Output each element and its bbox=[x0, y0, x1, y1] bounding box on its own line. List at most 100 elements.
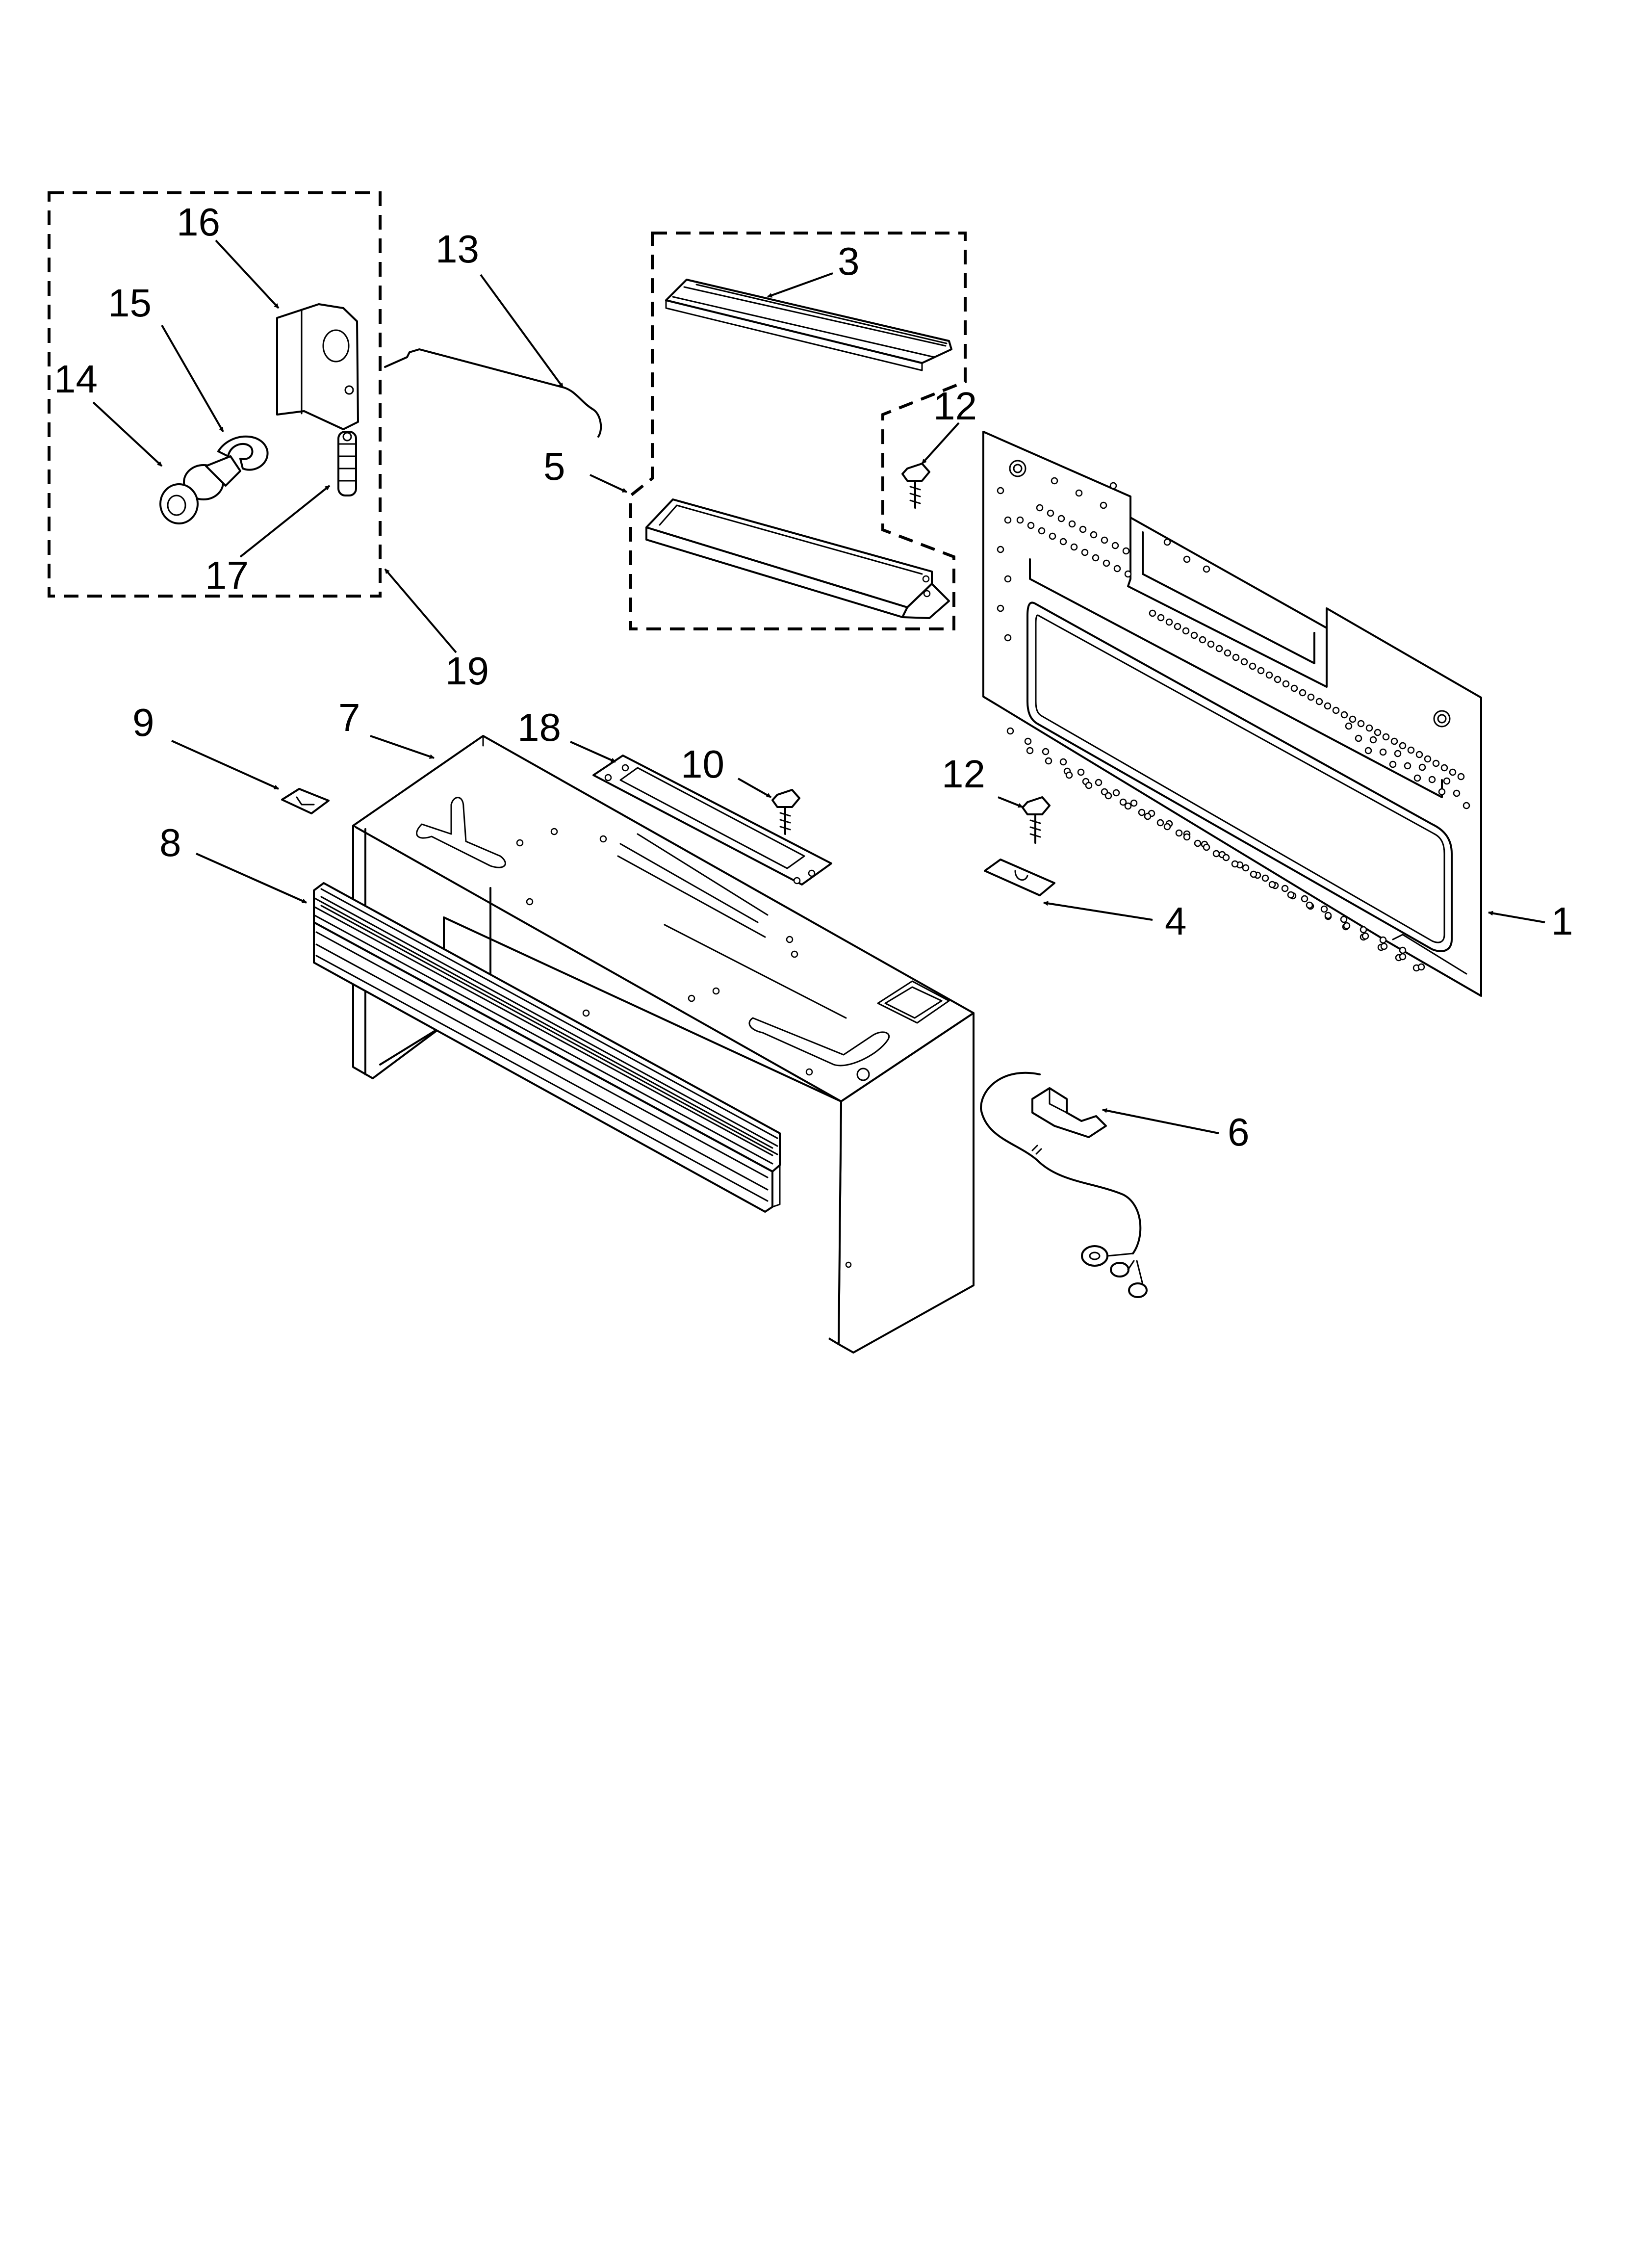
plate-hole bbox=[1090, 531, 1098, 539]
plate-hole bbox=[1290, 684, 1298, 692]
plate-hole bbox=[1092, 554, 1100, 562]
callout-9: 9 bbox=[132, 701, 154, 744]
plate-hole bbox=[1149, 609, 1156, 617]
plate-hole bbox=[1057, 515, 1065, 522]
plate-hole bbox=[1122, 547, 1130, 555]
plate-hole bbox=[997, 604, 1004, 612]
plate-hole bbox=[1112, 789, 1120, 797]
part-12-screw-bottom bbox=[1022, 796, 1051, 844]
plate-hole bbox=[1190, 631, 1198, 639]
part-10-screw bbox=[771, 789, 800, 835]
plate-hole bbox=[1428, 776, 1436, 783]
plate-hole bbox=[1282, 680, 1290, 688]
part-16-hinge-bracket bbox=[276, 303, 359, 430]
plate-hole bbox=[1380, 942, 1388, 950]
plate-hole bbox=[1203, 565, 1210, 573]
plate-hole bbox=[1374, 729, 1382, 736]
callout-6: 6 bbox=[1228, 1110, 1250, 1154]
plate-hole bbox=[1462, 802, 1470, 809]
plate-hole bbox=[1100, 501, 1107, 509]
part-4-bracket bbox=[984, 859, 1055, 896]
plate-hole bbox=[1182, 627, 1190, 635]
plate-hole bbox=[1194, 839, 1202, 847]
part-17-spring bbox=[337, 431, 357, 496]
plate-hole bbox=[1424, 755, 1432, 763]
plate-hole bbox=[1287, 891, 1295, 899]
plate-hole bbox=[1242, 864, 1250, 872]
part-14-knob bbox=[159, 455, 241, 524]
plate-hole bbox=[1156, 819, 1164, 827]
plate-hole bbox=[1324, 912, 1332, 919]
part-18-gasket bbox=[592, 755, 832, 923]
plate-hole bbox=[1307, 693, 1315, 701]
plate-hole bbox=[1119, 798, 1127, 806]
plate-hole bbox=[1224, 649, 1232, 657]
plate-hole bbox=[1345, 722, 1353, 730]
plate-hole bbox=[1059, 758, 1067, 766]
plate-hole bbox=[1207, 640, 1215, 648]
plate-hole bbox=[1274, 676, 1282, 683]
plate-hole bbox=[1379, 936, 1387, 944]
callout-7: 7 bbox=[338, 696, 360, 739]
plate-hole bbox=[1231, 860, 1239, 868]
callout-8: 8 bbox=[159, 821, 181, 864]
plate-hole bbox=[1449, 768, 1457, 776]
plate-hole bbox=[1124, 802, 1132, 810]
plate-hole bbox=[1163, 823, 1171, 831]
plate-hole bbox=[1399, 946, 1407, 954]
plate-hole bbox=[1111, 542, 1119, 549]
plate-hole bbox=[1059, 538, 1067, 546]
plate-hole bbox=[1081, 548, 1089, 556]
plate-hole bbox=[1042, 748, 1050, 756]
callout-13: 13 bbox=[436, 227, 479, 271]
plate-hole bbox=[1369, 736, 1377, 744]
plate-hole bbox=[1163, 538, 1171, 546]
plate-hole bbox=[1457, 773, 1465, 781]
part-5-tray bbox=[645, 498, 950, 619]
plate-hole bbox=[1070, 543, 1078, 551]
leader-lines bbox=[92, 239, 1545, 1134]
callout-15: 15 bbox=[108, 281, 152, 325]
plate-hole bbox=[1026, 747, 1034, 755]
plate-hole bbox=[1049, 532, 1056, 540]
plate-hole bbox=[1232, 653, 1240, 661]
plate-hole bbox=[1165, 618, 1173, 626]
callout-16: 16 bbox=[177, 200, 220, 244]
plate-hole bbox=[1079, 525, 1087, 533]
plate-hole bbox=[1324, 702, 1332, 710]
plate-hole bbox=[1453, 789, 1461, 797]
callout-19: 19 bbox=[445, 649, 489, 693]
plate-hole bbox=[1343, 922, 1351, 930]
plate-hole bbox=[1268, 881, 1276, 888]
part-9-clip bbox=[281, 788, 330, 814]
plate-hole bbox=[1113, 565, 1121, 573]
plate-hole bbox=[1045, 757, 1052, 765]
plate-hole bbox=[1068, 520, 1076, 528]
group-box-19 bbox=[48, 191, 382, 598]
plate-hole bbox=[1261, 874, 1269, 882]
plate-hole bbox=[1364, 747, 1372, 755]
plate-hole bbox=[1038, 527, 1046, 535]
plate-hole bbox=[1109, 482, 1117, 490]
plate-hole bbox=[1024, 737, 1032, 745]
plate-hole bbox=[997, 546, 1004, 553]
plate-hole bbox=[1175, 829, 1183, 837]
plate-hole bbox=[1199, 636, 1206, 644]
callout-5: 5 bbox=[543, 444, 565, 488]
callout-10: 10 bbox=[681, 742, 724, 786]
plate-hole bbox=[1281, 885, 1289, 892]
plate-hole bbox=[1415, 751, 1423, 758]
plate-hole bbox=[1249, 662, 1257, 670]
plate-hole bbox=[1301, 895, 1308, 903]
plate-hole bbox=[1036, 504, 1044, 512]
part-8-grille bbox=[313, 882, 781, 1213]
plate-hole bbox=[1138, 808, 1146, 816]
plate-hole bbox=[1212, 850, 1220, 858]
callout-12-top: 12 bbox=[933, 384, 977, 428]
plate-hole bbox=[1340, 915, 1348, 923]
callout-17: 17 bbox=[205, 553, 249, 597]
plate-hole bbox=[1085, 782, 1093, 789]
plate-hole bbox=[1418, 763, 1426, 771]
plate-hole bbox=[1265, 671, 1273, 679]
plate-hole bbox=[1360, 926, 1367, 934]
